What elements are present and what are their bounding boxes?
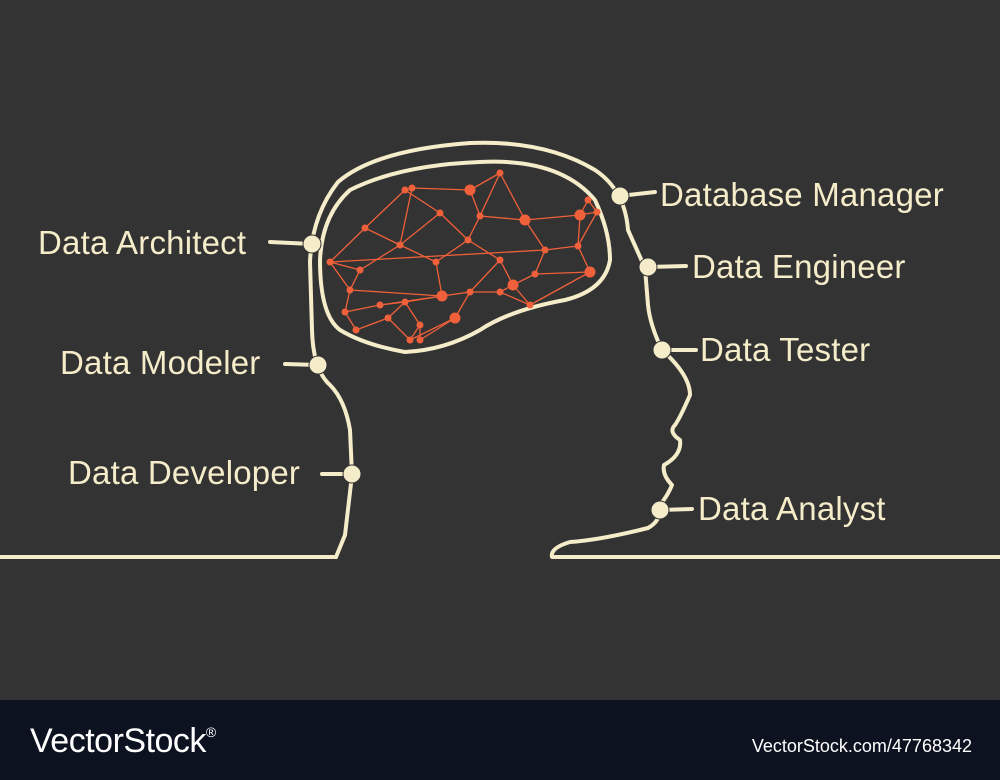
network-edge (524, 219, 546, 251)
network-node (401, 298, 409, 306)
network-node (416, 321, 424, 329)
network-node (384, 314, 392, 322)
network-edge (399, 212, 441, 246)
network-node (346, 286, 354, 294)
vectorstock-logo: VectorStock® (30, 722, 216, 760)
network-edge (469, 259, 501, 293)
network-edge (355, 317, 389, 331)
network-node (574, 242, 582, 250)
network-node (593, 208, 601, 216)
network-edge (379, 295, 443, 306)
network-edge (344, 289, 351, 313)
network-edge (329, 261, 351, 291)
network-node (352, 326, 360, 334)
network-edge (534, 271, 591, 275)
network-node (519, 214, 531, 226)
network-edge (467, 215, 481, 241)
network-node (476, 212, 484, 220)
network-edge (529, 271, 591, 306)
diagram-canvas: Data Architect Data Modeler Data Develop… (0, 140, 1000, 559)
network-node (574, 209, 586, 221)
brain-outline (318, 159, 612, 354)
dot-data-modeler (308, 355, 328, 375)
network-node (584, 266, 596, 278)
network-edge (499, 291, 531, 306)
network-edge (409, 317, 456, 341)
network-node (326, 258, 334, 266)
label-data-modeler: Data Modeler (60, 344, 261, 381)
watermark-footer: VectorStock® VectorStock.com/47768342 (0, 700, 1000, 780)
network-node (496, 169, 504, 177)
label-database-manager: Database Manager (660, 176, 944, 213)
network-edge (344, 304, 381, 313)
network-edge (544, 245, 579, 251)
network-edge (577, 211, 598, 247)
network-node (531, 270, 539, 278)
network-node (464, 184, 476, 196)
network-node (376, 301, 384, 309)
network-edge (479, 215, 526, 221)
dot-data-developer (342, 464, 362, 484)
network-node (396, 241, 404, 249)
image-reference: VectorStock.com/47768342 (751, 736, 972, 756)
network-edge (435, 239, 469, 263)
network-edge (534, 249, 546, 275)
network-node (436, 209, 444, 217)
network-edge (329, 227, 366, 263)
network-edge (467, 239, 501, 261)
network-edge (435, 261, 443, 297)
network-node (436, 290, 448, 302)
network-edge (499, 172, 526, 221)
dot-data-tester (652, 340, 672, 360)
network-edge (349, 269, 361, 291)
network-node (464, 236, 472, 244)
network-node (584, 196, 592, 204)
label-data-developer: Data Developer (68, 454, 301, 491)
network-node (401, 186, 409, 194)
network-edge (387, 301, 406, 319)
label-data-analyst: Data Analyst (698, 490, 886, 527)
network-node (416, 336, 424, 344)
network-edge (411, 187, 471, 191)
head-outline-drawing (0, 140, 1000, 559)
brain-network (326, 169, 601, 344)
network-node (449, 312, 461, 324)
network-node (526, 301, 534, 309)
dot-data-engineer (638, 257, 658, 277)
label-data-architect: Data Architect (38, 224, 247, 261)
network-edge (344, 311, 357, 331)
network-node (432, 258, 440, 266)
network-edge (364, 227, 401, 246)
network-node (507, 279, 519, 291)
network-node (341, 308, 349, 316)
network-edge (479, 172, 501, 217)
network-edge (419, 317, 456, 341)
network-edge (524, 214, 581, 221)
network-edge (364, 189, 406, 229)
network-edge (329, 249, 546, 263)
dot-data-analyst (650, 500, 670, 520)
network-edge (399, 187, 413, 246)
label-data-engineer: Data Engineer (692, 248, 906, 285)
network-edge (439, 212, 469, 241)
network-edge (329, 261, 361, 271)
dot-database-manager (610, 186, 630, 206)
network-edge (404, 301, 421, 326)
network-node (361, 224, 369, 232)
network-edge (349, 289, 443, 297)
label-data-tester: Data Tester (700, 331, 871, 368)
network-node (496, 256, 504, 264)
network-node (406, 336, 414, 344)
network-node (496, 288, 504, 296)
network-edge (387, 317, 411, 341)
network-edge (359, 244, 401, 271)
network-node (466, 288, 474, 296)
network-node (356, 266, 364, 274)
network-edge (469, 172, 501, 191)
network-node (408, 184, 416, 192)
network-edge (399, 244, 437, 263)
dot-data-architect (302, 234, 322, 254)
network-node (541, 246, 549, 254)
